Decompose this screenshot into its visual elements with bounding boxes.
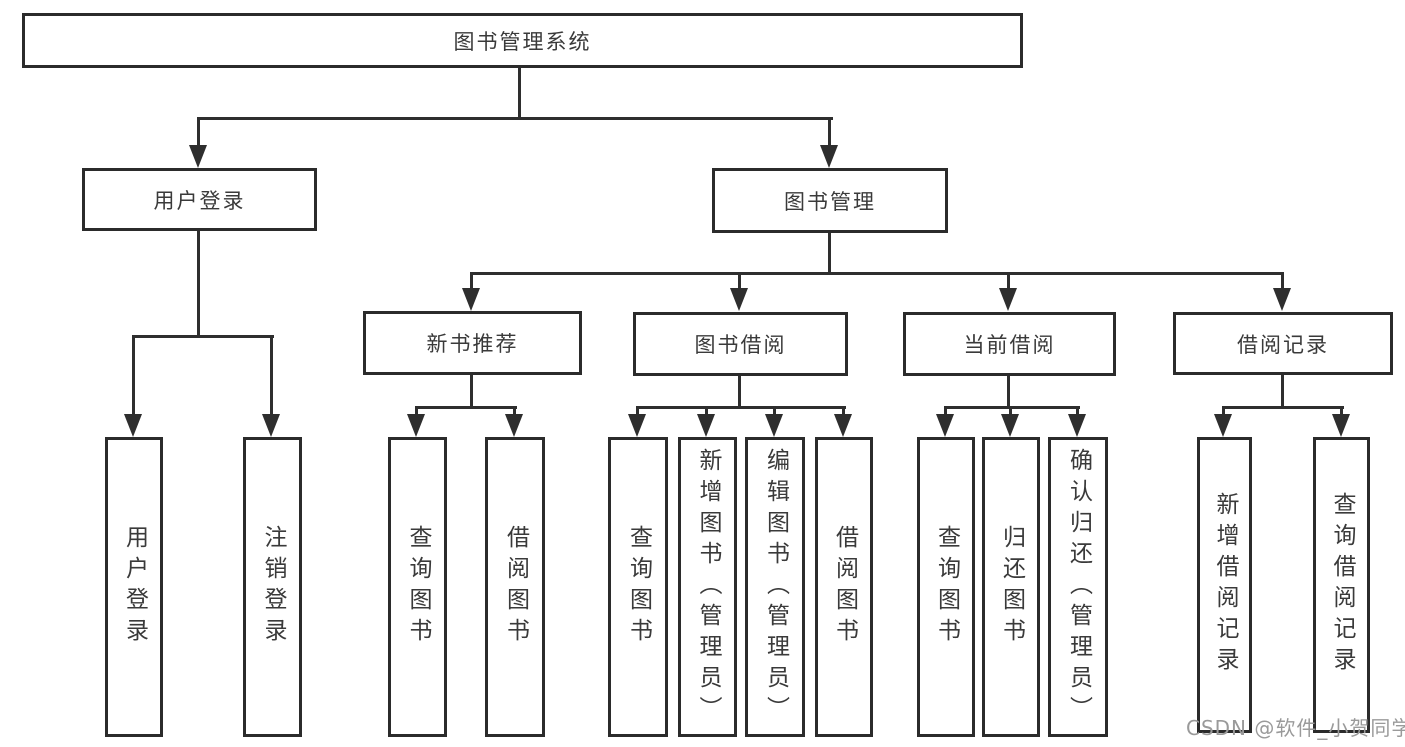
connector-shaft (197, 117, 200, 148)
connector-root-trunk (518, 68, 521, 119)
connector-shaft (1009, 406, 1012, 417)
arrow-down-icon (1068, 414, 1086, 437)
connector-user-login-trunk (197, 231, 200, 338)
connector-trunk (1007, 376, 1010, 408)
connector-shaft (1281, 272, 1284, 291)
leaf-label: 新增图书（管理员） (695, 447, 721, 727)
connector-trunk (738, 376, 741, 408)
node-label: 图书管理系统 (453, 29, 592, 54)
leaf-label: 查询图书 (933, 525, 960, 649)
connector-trunk (1281, 375, 1284, 408)
node-label: 图书管理 (784, 189, 876, 214)
leaf-label: 编辑图书（管理员） (762, 447, 789, 727)
leaf-add-borrow-record: 新增借阅记录 (1197, 437, 1252, 733)
arrow-down-icon (999, 288, 1017, 311)
node-book-borrowing: 图书借阅 (633, 312, 848, 376)
arrow-down-icon (697, 414, 715, 437)
node-label: 用户登录 (153, 188, 246, 213)
leaf-label: 查询图书 (625, 525, 652, 649)
arrow-down-icon (189, 145, 207, 168)
arrow-down-icon (262, 414, 280, 437)
connector-shaft (270, 335, 273, 417)
leaf-query-books-current: 查询图书 (917, 437, 975, 737)
leaf-add-books-admin: 新增图书（管理员） (678, 437, 737, 737)
connector-shaft (842, 406, 845, 417)
arrow-down-icon (730, 288, 748, 311)
connector-shaft (513, 406, 516, 417)
arrow-down-icon (1273, 288, 1291, 311)
arrow-down-icon (834, 414, 852, 437)
leaf-user-login: 用户登录 (105, 437, 163, 737)
arrow-down-icon (628, 414, 646, 437)
arrow-down-icon (936, 414, 954, 437)
connector-rail (416, 406, 517, 409)
arrow-down-icon (820, 145, 838, 168)
leaf-return-books: 归还图书 (982, 437, 1040, 737)
connector-shaft (1007, 272, 1010, 291)
connector-rail (636, 406, 846, 409)
connector-user-login-rail (132, 335, 274, 338)
arrow-down-icon (462, 288, 480, 311)
arrow-down-icon (1214, 414, 1232, 437)
leaf-label: 查询借阅记录 (1329, 492, 1355, 678)
arrow-down-icon (1332, 414, 1350, 437)
leaf-label: 查询图书 (405, 525, 431, 649)
connector-shaft (828, 117, 831, 148)
leaf-label: 新增借阅记录 (1212, 492, 1238, 678)
connector-shaft (738, 272, 741, 291)
leaf-label: 借阅图书 (502, 525, 529, 649)
arrow-down-icon (765, 414, 783, 437)
node-current-borrowing: 当前借阅 (903, 312, 1116, 376)
leaf-label: 确认归还（管理员） (1065, 447, 1092, 727)
connector-shaft (1340, 406, 1343, 417)
connector-shaft (415, 406, 418, 417)
node-new-book-recommend: 新书推荐 (363, 311, 582, 375)
connector-rail (944, 406, 1080, 409)
node-book-management: 图书管理 (712, 168, 948, 233)
connector-rail (1222, 406, 1344, 409)
node-user-login: 用户登录 (82, 168, 317, 231)
leaf-query-borrow-record: 查询借阅记录 (1313, 437, 1370, 733)
leaf-edit-books-admin: 编辑图书（管理员） (745, 437, 805, 737)
node-label: 借阅记录 (1237, 332, 1329, 357)
node-label: 当前借阅 (963, 333, 1056, 357)
leaf-query-books-recommend: 查询图书 (388, 437, 447, 737)
arrow-down-icon (1001, 414, 1019, 437)
leaf-label: 用户登录 (121, 525, 148, 649)
node-library-management-system: 图书管理系统 (22, 13, 1023, 68)
leaf-confirm-return-admin: 确认归还（管理员） (1048, 437, 1108, 737)
connector-shaft (470, 272, 473, 291)
connector-level3-rail (470, 272, 1283, 275)
csdn-watermark: CSDN @软件_小贺同学 (1186, 716, 1405, 740)
connector-shaft (944, 406, 947, 417)
leaf-borrow-books-recommend: 借阅图书 (485, 437, 545, 737)
connector-shaft (1076, 406, 1079, 417)
leaf-label: 归还图书 (998, 525, 1025, 649)
node-borrow-records: 借阅记录 (1173, 312, 1393, 375)
connector-trunk (470, 375, 473, 408)
leaf-query-books-borrowing: 查询图书 (608, 437, 668, 737)
connector-shaft (132, 335, 135, 417)
connector-shaft (1222, 406, 1225, 417)
leaf-logout: 注销登录 (243, 437, 302, 737)
arrow-down-icon (124, 414, 142, 437)
connector-shaft (636, 406, 639, 417)
arrow-down-icon (407, 414, 425, 437)
connector-book-mgmt-trunk (828, 233, 831, 274)
leaf-label: 注销登录 (260, 525, 286, 649)
connector-shaft (773, 406, 776, 417)
node-label: 新书推荐 (426, 332, 519, 356)
leaf-borrow-books-borrowing: 借阅图书 (815, 437, 873, 737)
connector-level2-rail (197, 117, 833, 120)
arrow-down-icon (505, 414, 523, 437)
leaf-label: 借阅图书 (831, 525, 858, 649)
connector-shaft (705, 406, 708, 417)
node-label: 图书借阅 (694, 333, 787, 357)
